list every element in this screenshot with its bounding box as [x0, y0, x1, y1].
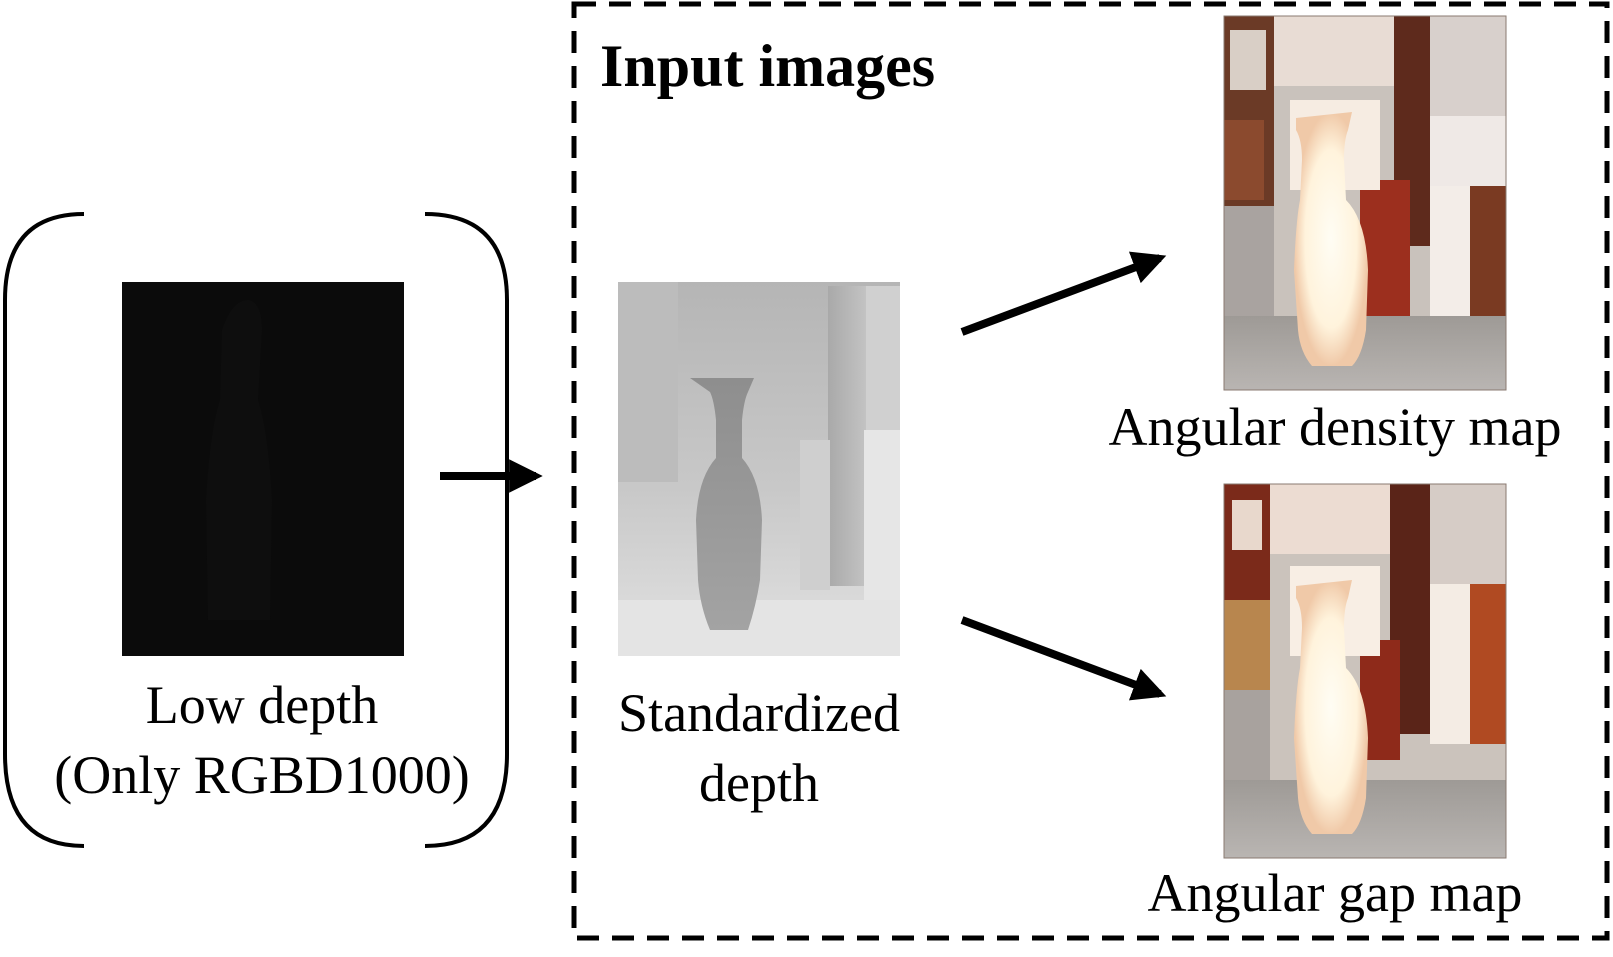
- angular-density-map-label: Angular density map: [1108, 397, 1562, 457]
- standardized-depth-label-line1: Standardized: [618, 683, 900, 743]
- angular-gap-map-label: Angular gap map: [1147, 863, 1523, 923]
- arrow-to-gap-map: [960, 616, 1167, 701]
- low-depth-image: [122, 282, 404, 656]
- standardized-depth-label-line2: depth: [699, 753, 819, 813]
- arrow-to-density-map: [960, 251, 1167, 336]
- input-images-title: Input images: [600, 33, 936, 99]
- low-depth-label-line2: (Only RGBD1000): [54, 745, 470, 805]
- angular-density-map-image: [1223, 15, 1507, 391]
- low-depth-label-line1: Low depth: [145, 675, 379, 735]
- right-bracket: [424, 212, 509, 848]
- input-images-box: [571, 1, 1610, 941]
- left-bracket: [2, 212, 85, 848]
- standardized-depth-image: [618, 282, 900, 656]
- angular-gap-map-image: [1223, 483, 1507, 859]
